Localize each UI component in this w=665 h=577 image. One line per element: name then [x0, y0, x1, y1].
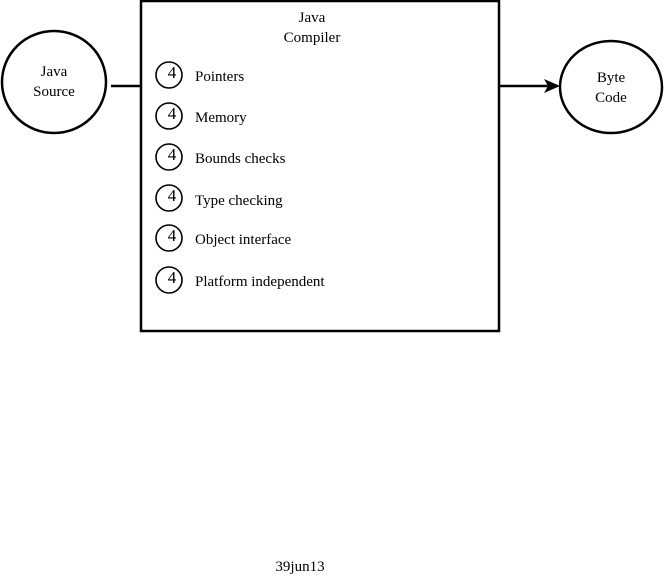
java-source-line2: Source [33, 84, 75, 100]
check-mark-glyph: 4 [167, 186, 177, 205]
check-mark-glyph: 4 [167, 145, 177, 164]
java-source-node [0, 29, 108, 135]
check-item-memory: Memory [195, 108, 247, 128]
check-item-bounds-checks: Bounds checks [195, 149, 285, 169]
java-compiler-box [139, 0, 501, 333]
compiler-title-line1: Java [298, 10, 326, 26]
arrow-head [544, 79, 560, 93]
check-item-label: Type checking [195, 193, 283, 209]
check-item-label: Memory [195, 110, 247, 126]
check-mark-glyph: 4 [167, 104, 177, 123]
figure-code: 39jun13 [275, 559, 325, 575]
check-item-label: Bounds checks [195, 151, 286, 167]
checklist-bullets [155, 61, 183, 294]
java-source-line1: Java [40, 64, 68, 80]
check-item-object-interface: Object interface [195, 230, 291, 250]
compiler-title: Java Compiler [262, 8, 362, 48]
byte-code-label: Byte Code [561, 68, 661, 108]
check-circle [155, 184, 183, 212]
check-item-label: Object interface [195, 232, 292, 248]
compiler-title-line2: Compiler [283, 30, 341, 46]
check-circle [155, 102, 183, 130]
check-circle [155, 266, 183, 294]
check-mark-glyph: 4 [167, 268, 177, 287]
check-circle [155, 61, 183, 89]
byte-code-node [558, 39, 664, 135]
check-circle [155, 224, 183, 252]
check-item-platform-independent: Platform independent [195, 272, 325, 292]
java-source-label: Java Source [4, 62, 104, 102]
check-circle [155, 143, 183, 171]
byte-code-line2: Code [595, 90, 627, 106]
check-item-pointers: Pointers [195, 67, 244, 87]
check-mark-glyph: 4 [167, 226, 177, 245]
check-item-label: Pointers [195, 69, 245, 85]
check-item-label: Platform independent [195, 274, 325, 290]
check-item-type-checking: Type checking [195, 191, 283, 211]
byte-code-line1: Byte [596, 70, 626, 86]
check-mark-glyph: 4 [167, 63, 177, 82]
